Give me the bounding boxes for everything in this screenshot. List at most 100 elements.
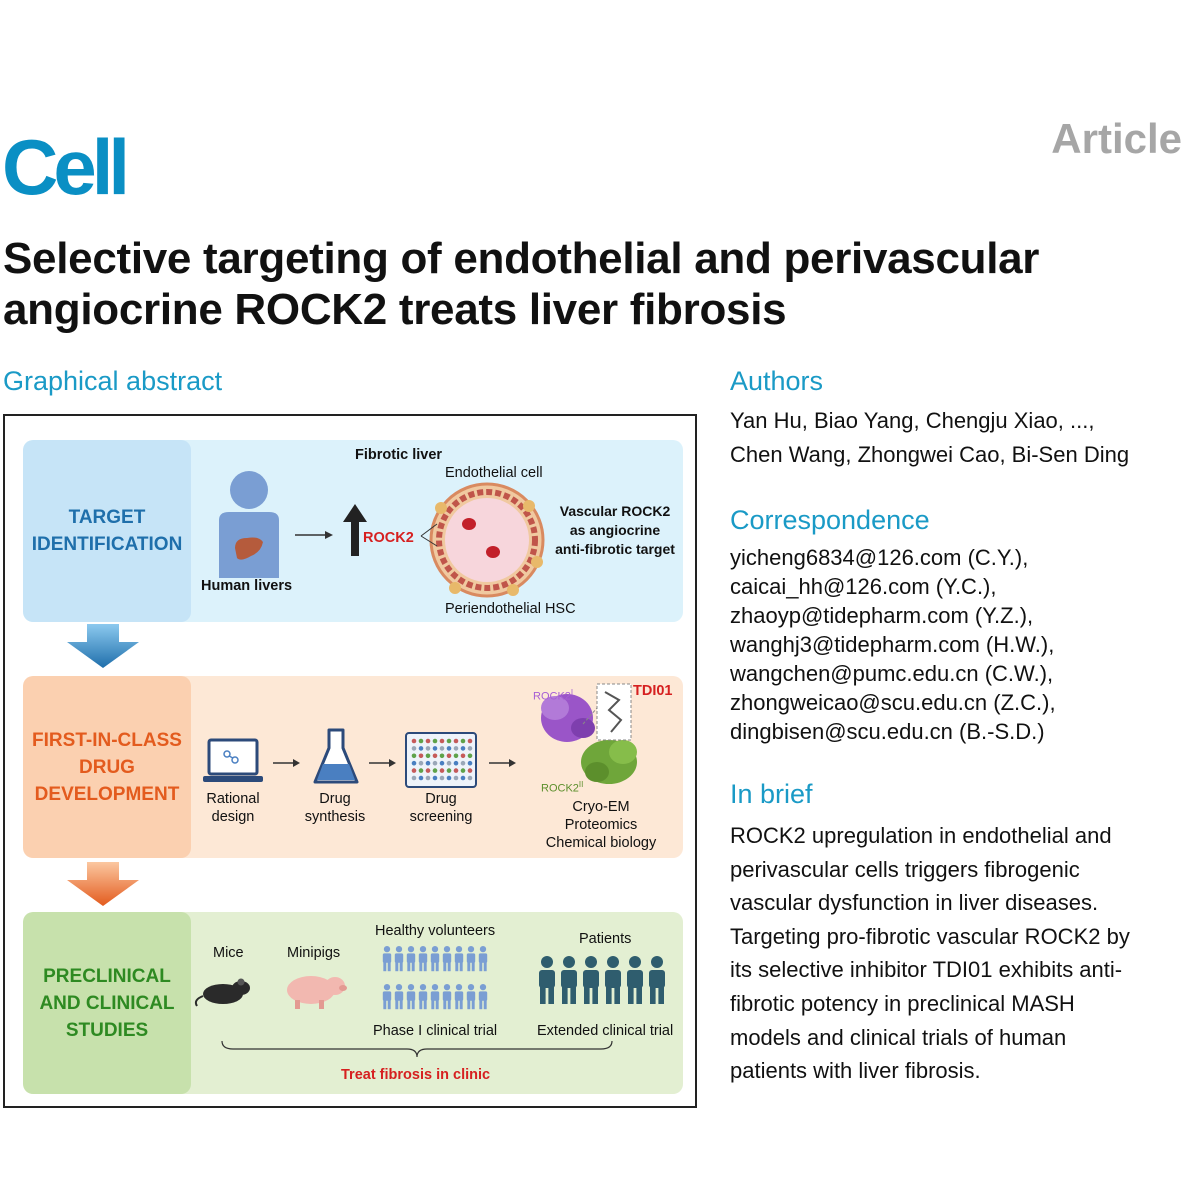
rock2-sup: II bbox=[578, 780, 584, 789]
well-icon bbox=[425, 738, 431, 744]
well-icon bbox=[453, 753, 459, 759]
in-brief-line: vascular dysfunction in liver diseases. bbox=[730, 890, 1099, 916]
well-icon bbox=[439, 775, 445, 781]
well-icon bbox=[425, 753, 431, 759]
flask-icon bbox=[313, 728, 359, 784]
minipigs-label: Minipigs bbox=[287, 945, 341, 961]
in-brief-line: perivascular cells triggers fibrogenic bbox=[730, 856, 1080, 882]
arrow-down-icon bbox=[67, 862, 139, 906]
well-icon bbox=[467, 775, 473, 781]
article-type-label: Article bbox=[1051, 115, 1182, 162]
journal-logo: Cell bbox=[2, 123, 130, 211]
cryo-em-structure-icon bbox=[541, 683, 637, 784]
email-line: yicheng6834@126.com (C.Y.), bbox=[730, 545, 1029, 570]
upregulation-arrow-icon bbox=[343, 504, 367, 556]
arrow-down-icon bbox=[67, 624, 139, 668]
panel-drug-development: FIRST-IN-CLASS DRUG DEVELOPMENT Rational… bbox=[23, 676, 683, 858]
method-item: Cryo-EM bbox=[572, 799, 630, 815]
tdi01-label: TDI01 bbox=[633, 683, 673, 699]
well-icon bbox=[411, 738, 417, 744]
well-icon bbox=[446, 738, 452, 744]
panel-label-drug-development: FIRST-IN-CLASS DRUG DEVELOPMENT bbox=[23, 676, 191, 858]
author-line: Chen Wang, Zhongwei Cao, Bi-Sen Ding bbox=[730, 442, 1130, 467]
well-icon bbox=[453, 775, 459, 781]
patient-icon bbox=[649, 956, 665, 1004]
rock2-label: ROCK2 bbox=[363, 530, 414, 546]
rock2-text: ROCK2 bbox=[533, 690, 571, 703]
email-line: wangchen@pumc.edu.cn (C.W.), bbox=[730, 661, 1054, 686]
panel-clinical-studies: PRECLINICAL AND CLINICAL STUDIES Mice Mi… bbox=[23, 912, 683, 1094]
well-icon bbox=[453, 768, 459, 773]
volunteer-icon bbox=[382, 946, 392, 972]
extended-trial-label: Extended clinical trial bbox=[537, 1023, 674, 1039]
patients-icon bbox=[539, 956, 665, 1004]
patient-icon bbox=[627, 956, 643, 1004]
well-icon bbox=[460, 768, 466, 773]
label-line: DRUG bbox=[79, 756, 135, 778]
well-icon bbox=[467, 768, 473, 773]
methods-list: Cryo-EM Proteomics Chemical biology bbox=[527, 798, 675, 852]
patient-icon bbox=[605, 956, 621, 1004]
method-item: Chemical biology bbox=[545, 835, 657, 851]
volunteer-icon bbox=[442, 984, 452, 1010]
volunteer-icon bbox=[406, 946, 416, 972]
volunteer-icon bbox=[442, 946, 452, 972]
healthy-volunteers-icon bbox=[382, 946, 488, 1010]
patient-icon bbox=[583, 956, 599, 1004]
target-line: as angiocrine bbox=[569, 522, 661, 538]
well-icon bbox=[460, 760, 466, 766]
step-line: screening bbox=[409, 809, 473, 825]
well-icon bbox=[432, 760, 438, 766]
bracket-icon bbox=[221, 1040, 613, 1058]
method-item: Proteomics bbox=[564, 817, 638, 833]
drug-screening-label: Drug screening bbox=[401, 790, 481, 826]
liver-icon bbox=[235, 537, 263, 560]
in-brief-line: its selective inhibitor TDI01 exhibits a… bbox=[730, 957, 1123, 983]
well-icon bbox=[439, 753, 445, 759]
vessel-cross-section-icon bbox=[420, 482, 545, 598]
volunteer-icon bbox=[430, 984, 440, 1010]
in-brief-line: ROCK2 upregulation in endothelial and bbox=[730, 823, 1112, 848]
well-icon bbox=[439, 760, 445, 766]
well-icon bbox=[418, 738, 424, 744]
well-icon bbox=[432, 738, 438, 744]
endothelial-cell-label: Endothelial cell bbox=[445, 465, 543, 481]
rock2-text: ROCK2 bbox=[541, 782, 579, 795]
well-icon bbox=[425, 768, 431, 773]
label-line: FIRST-IN-CLASS bbox=[32, 729, 182, 751]
drug-synthesis-label: Drug synthesis bbox=[295, 790, 375, 826]
target-line: anti-fibrotic target bbox=[555, 541, 675, 557]
treat-fibrosis-label: Treat fibrosis in clinic bbox=[341, 1067, 491, 1083]
label-line: PRECLINICAL bbox=[43, 965, 171, 987]
in-brief-line: models and clinical trials of human bbox=[730, 1024, 1067, 1050]
well-icon bbox=[453, 738, 459, 744]
volunteer-icon bbox=[382, 984, 392, 1010]
volunteer-icon bbox=[430, 946, 440, 972]
in-brief-line: patients with liver fibrosis. bbox=[730, 1058, 981, 1084]
author-line: Yan Hu, Biao Yang, Chengju Xiao, ..., bbox=[730, 408, 1095, 433]
target-line: Vascular ROCK2 bbox=[559, 503, 671, 519]
well-icon bbox=[439, 746, 445, 751]
well-icon bbox=[446, 775, 452, 781]
authors-list: Yan Hu, Biao Yang, Chengju Xiao, ..., Ch… bbox=[730, 406, 1129, 469]
step-line: Rational bbox=[206, 791, 260, 807]
arrow-right-icon bbox=[489, 759, 516, 767]
well-icon bbox=[460, 753, 466, 759]
well-icon bbox=[446, 746, 452, 751]
email-line: caicai_hh@126.com (Y.C.), bbox=[730, 574, 997, 599]
volunteer-icon bbox=[394, 984, 404, 1010]
email-line: dingbisen@scu.edu.cn (B.-S.D.) bbox=[730, 719, 1045, 744]
label-line: STUDIES bbox=[65, 1019, 149, 1041]
email-line: zhongweicao@scu.edu.cn (Z.C.), bbox=[730, 690, 1056, 715]
well-icon bbox=[460, 775, 466, 781]
well-icon bbox=[446, 760, 452, 766]
volunteer-icon bbox=[454, 984, 464, 1010]
well-icon bbox=[418, 746, 424, 751]
well-icon bbox=[446, 753, 452, 759]
panel-label-clinical-studies: PRECLINICAL AND CLINICAL STUDIES bbox=[23, 912, 191, 1094]
rock2-top-label: ROCK2I bbox=[533, 684, 573, 706]
healthy-volunteers-label: Healthy volunteers bbox=[375, 923, 496, 939]
well-icon bbox=[439, 768, 445, 773]
periendothelial-hsc-label: Periendothelial HSC bbox=[445, 601, 576, 617]
in-brief-line: Targeting pro-fibrotic vascular ROCK2 by bbox=[730, 923, 1130, 949]
